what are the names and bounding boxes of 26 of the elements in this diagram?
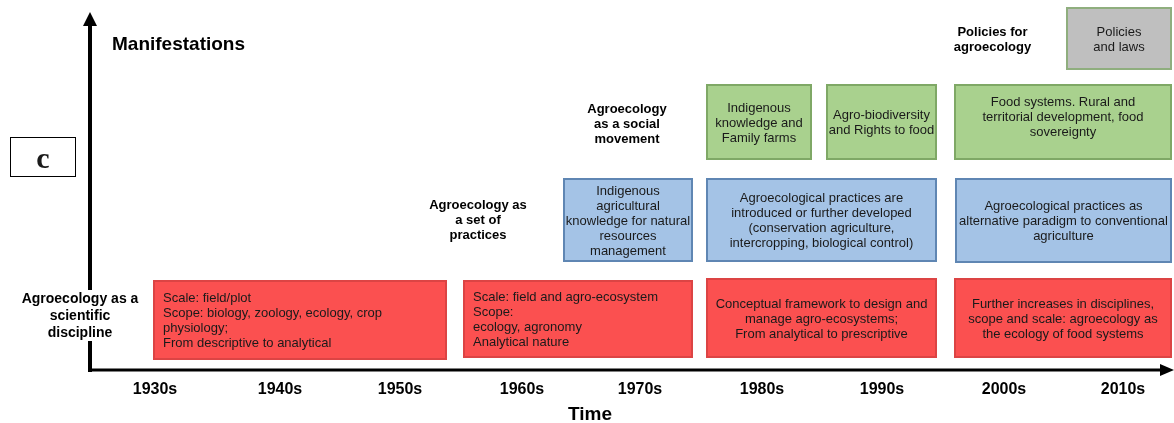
- discipline-box: Scale: field/plot Scope: biology, zoology, ecology, crop physiology; From descriptive to analytical: [153, 280, 447, 360]
- social-movement-box: Agro-biodiversity and Rights to food: [826, 84, 937, 160]
- practices-box: Agroecological practices are introduced or further developed (conservation agriculture, intercropping, biological control): [706, 178, 937, 262]
- discipline-box: Further increases in disciplines, scope and scale: agroecology as the ecology of food systems: [954, 278, 1172, 358]
- discipline-box: Conceptual framework to design and manage agro-ecosystems; From analytical to prescriptive: [706, 278, 937, 358]
- social-movement-box: Food systems. Rural and territorial development, food sovereignty: [954, 84, 1172, 160]
- row-label: Agroecology as a social movement: [586, 101, 668, 146]
- decade-label: 1940s: [256, 379, 304, 399]
- practices-box: Indigenous agricultural knowledge for natural resources management: [563, 178, 693, 262]
- axis-title: Manifestations: [112, 32, 247, 56]
- discipline-box: Scale: field and agro-ecosystem Scope: ecology, agronomy Analytical nature: [463, 280, 693, 358]
- row-label: Policies for agroecology: [952, 24, 1033, 54]
- panel-letter-box: c: [10, 137, 76, 177]
- social-movement-box: Indigenous knowledge and Family farms: [706, 84, 812, 160]
- decade-label: 1980s: [738, 379, 786, 399]
- policy-box: Policies and laws: [1066, 7, 1172, 70]
- decade-label: 1990s: [858, 379, 906, 399]
- decade-label: 1970s: [616, 379, 664, 399]
- decade-label: 1960s: [498, 379, 546, 399]
- decade-label: 1950s: [376, 379, 424, 399]
- decade-label: 2010s: [1099, 379, 1147, 399]
- row-label: Agroecology as a set of practices: [428, 197, 528, 242]
- decade-label: 1930s: [131, 379, 179, 399]
- axis-title: Time: [567, 402, 613, 423]
- decade-label: 2000s: [980, 379, 1028, 399]
- practices-box: Agroecological practices as alternative paradigm to conventional agriculture: [955, 178, 1172, 263]
